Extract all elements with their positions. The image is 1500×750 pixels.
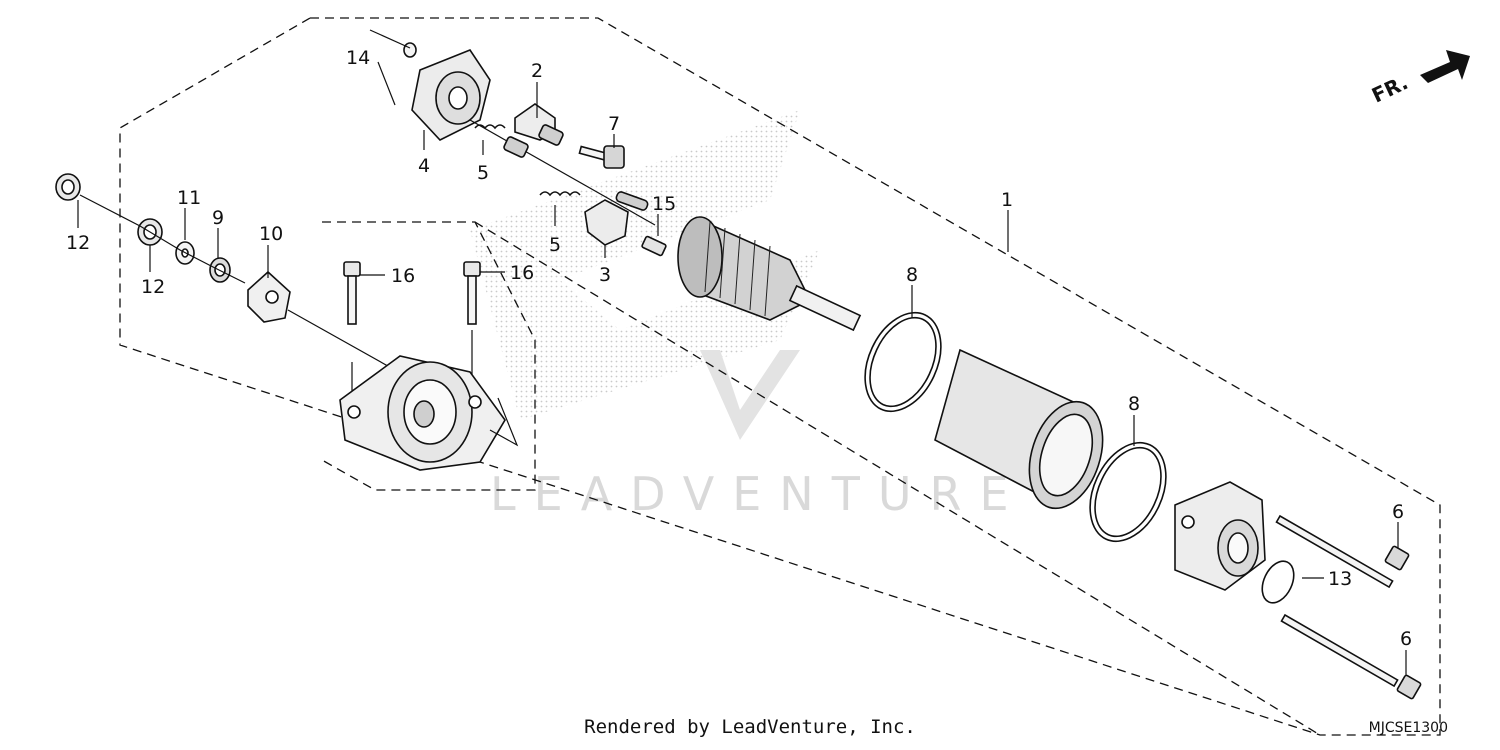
- callout-16-left: 16: [391, 265, 415, 287]
- callout-numbers: 1 2 3 4 5 5 6 6 7 8 8 9 10 11 12 12 13 1…: [66, 47, 1412, 650]
- front-arrow-icon: [1420, 50, 1470, 83]
- assembly-axis-terminal: [287, 309, 396, 371]
- watermark-v-shape: [700, 350, 800, 440]
- callout-11: 11: [177, 187, 201, 209]
- callout-1: 1: [1001, 189, 1013, 211]
- callout-13: 13: [1328, 568, 1352, 590]
- callout-16-right: 16: [510, 262, 534, 284]
- part-13-oring: [1261, 560, 1295, 604]
- part-16-bolt-right: [463, 261, 481, 400]
- front-cover-housing: [1174, 481, 1266, 591]
- assembly-axis-left: [79, 194, 246, 284]
- callout-12-inner: 12: [141, 276, 165, 298]
- watermark-wing-logo: [470, 110, 820, 420]
- part-5-spring-lower: [539, 191, 581, 197]
- leader-14b: [377, 61, 396, 106]
- rear-cover-housing: [339, 355, 506, 471]
- callout-7: 7: [608, 113, 620, 135]
- callout-leaders: [77, 82, 1407, 676]
- callout-15: 15: [652, 193, 676, 215]
- part-2-brush-set: [503, 103, 564, 158]
- part-5-spring-upper: [474, 124, 506, 130]
- assembly-outline: [119, 17, 1441, 736]
- part-6-bolt-lower: [1280, 613, 1422, 700]
- callout-6-lower: 6: [1400, 628, 1412, 650]
- callout-5-upper: 5: [477, 162, 489, 184]
- callout-14: 14: [346, 47, 370, 69]
- armature: [677, 216, 862, 332]
- render-credit: Rendered by LeadVenture, Inc.: [584, 716, 916, 738]
- part-3-brush: [584, 191, 649, 246]
- front-direction-indicator: FR.: [1368, 50, 1470, 108]
- part-4-brush-holder: [411, 49, 491, 141]
- callout-6-upper: 6: [1392, 501, 1404, 523]
- part-6-bolt-upper: [1275, 514, 1410, 589]
- part-7-screw: [578, 145, 625, 169]
- part-14-washer: [403, 42, 417, 58]
- leader-rear-cover-tick: [489, 397, 519, 447]
- callout-12-outer: 12: [66, 232, 90, 254]
- callout-8-rear: 8: [1128, 393, 1140, 415]
- part-15-screw: [641, 235, 667, 257]
- watermark: LEADVENTURE: [470, 110, 1027, 521]
- callout-3: 3: [599, 264, 611, 286]
- callout-9: 9: [212, 207, 224, 229]
- part-8-oring-rear: [1089, 441, 1167, 543]
- front-label: FR.: [1368, 70, 1412, 107]
- leader-14: [369, 29, 411, 49]
- part-12-nut-outer: [55, 173, 81, 201]
- part-10-terminal-insulator: [247, 270, 291, 323]
- part-8-oring-front: [864, 311, 942, 413]
- watermark-text: LEADVENTURE: [490, 467, 1027, 521]
- assembly-axis-brush: [469, 119, 656, 226]
- diagram-code: MJCSE1300: [1368, 720, 1448, 736]
- callout-8-front: 8: [906, 264, 918, 286]
- callout-5-lower: 5: [549, 234, 561, 256]
- callout-4: 4: [418, 155, 430, 177]
- callout-2: 2: [531, 60, 543, 82]
- yoke-housing: [934, 348, 1104, 510]
- callout-10: 10: [259, 223, 283, 245]
